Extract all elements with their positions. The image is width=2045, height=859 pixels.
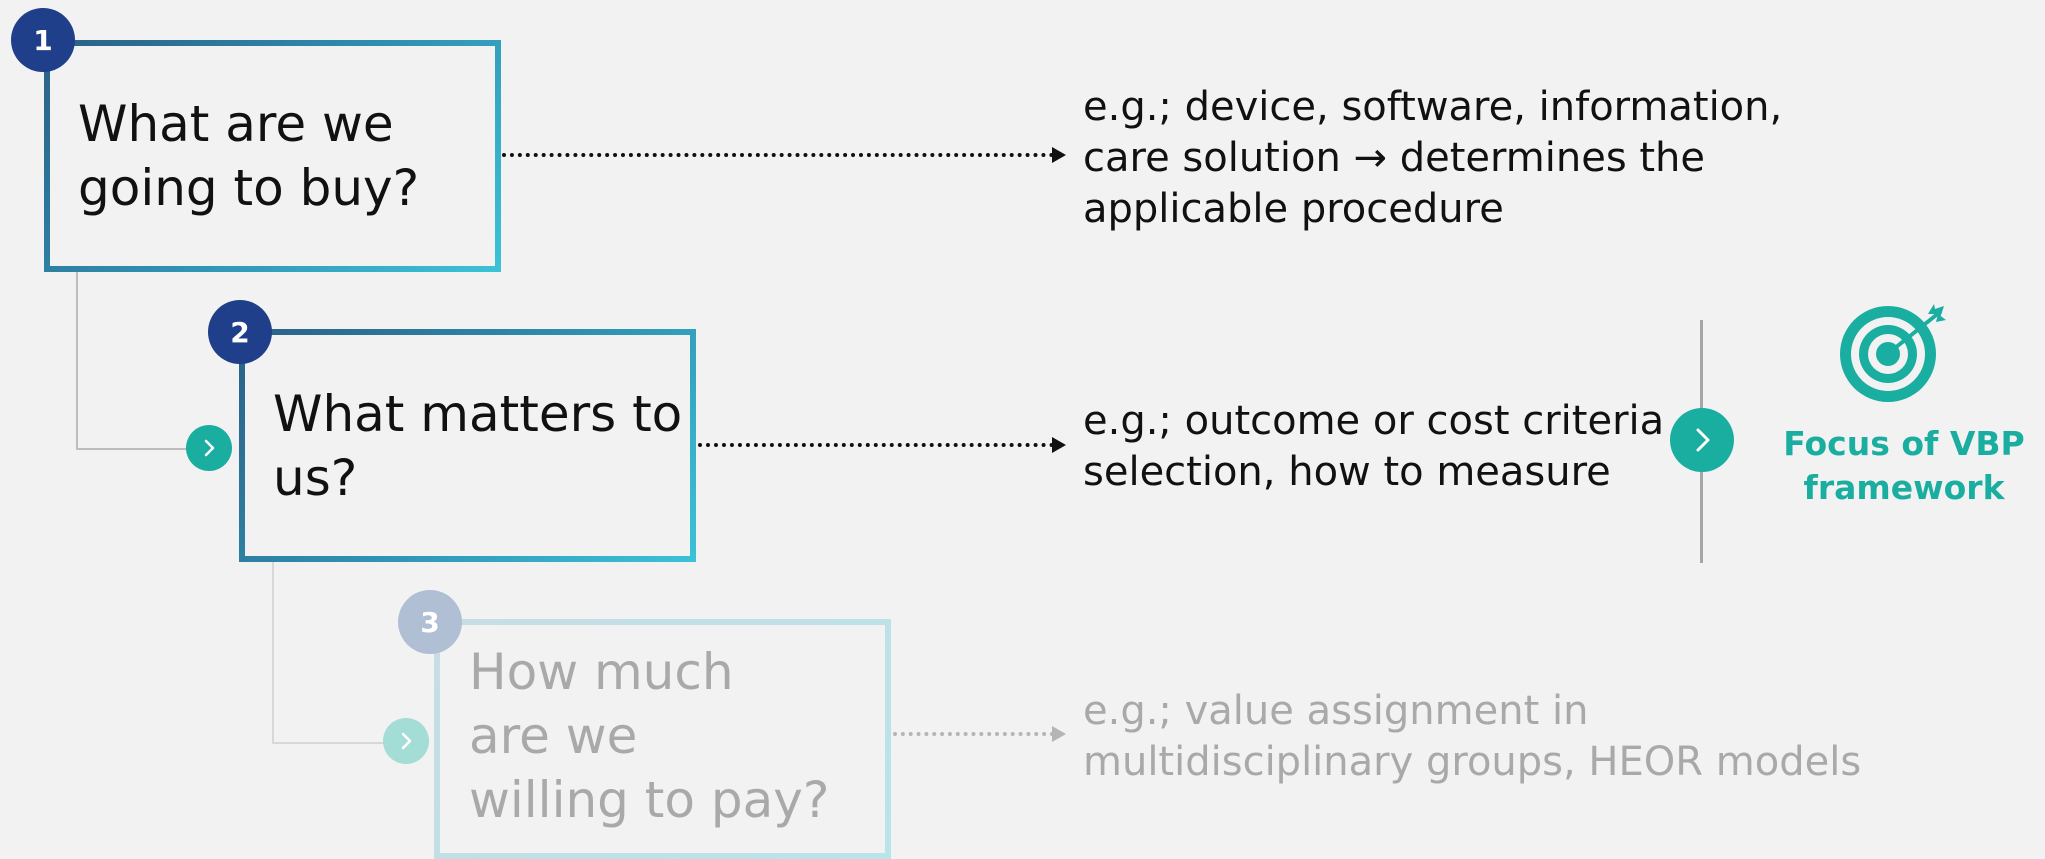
dotted-arrow-1: [502, 153, 1062, 157]
chevron-right-icon-faded: [383, 718, 429, 764]
dotted-arrow-3: [893, 732, 1062, 736]
step-number-badge-2: 2: [208, 300, 272, 364]
question-text-2: What matters to us?: [273, 385, 683, 507]
question-box-3: [434, 619, 891, 859]
step-number-3: 3: [420, 605, 440, 639]
chevron-right-icon: [186, 425, 232, 471]
question-box-2: [239, 329, 696, 562]
question-box-1: [44, 40, 501, 272]
connector-1-to-2: [76, 270, 190, 450]
step-number-2: 2: [230, 315, 250, 349]
question-text-1: What are we going to buy?: [78, 95, 420, 217]
question-text-3: How much are we willing to pay?: [469, 643, 830, 829]
dotted-arrow-2: [698, 443, 1062, 447]
focus-label: Focus of VBP framework: [1783, 424, 2025, 507]
example-text-1: e.g.; device, software, information, car…: [1083, 84, 1783, 232]
example-text-2: e.g.; outcome or cost criteria selection…: [1083, 398, 1665, 495]
arrowhead-2: [1052, 437, 1066, 453]
step-number-badge-1: 1: [11, 8, 75, 72]
example-text-3: e.g.; value assignment in multidisciplin…: [1083, 688, 1862, 785]
target-icon: [1840, 302, 1956, 406]
focus-chevron-icon: [1670, 408, 1734, 472]
step-number-1: 1: [33, 23, 53, 57]
arrowhead-3: [1052, 726, 1066, 742]
arrowhead-1: [1052, 147, 1066, 163]
connector-2-to-3: [272, 562, 386, 744]
step-number-badge-3: 3: [398, 590, 462, 654]
